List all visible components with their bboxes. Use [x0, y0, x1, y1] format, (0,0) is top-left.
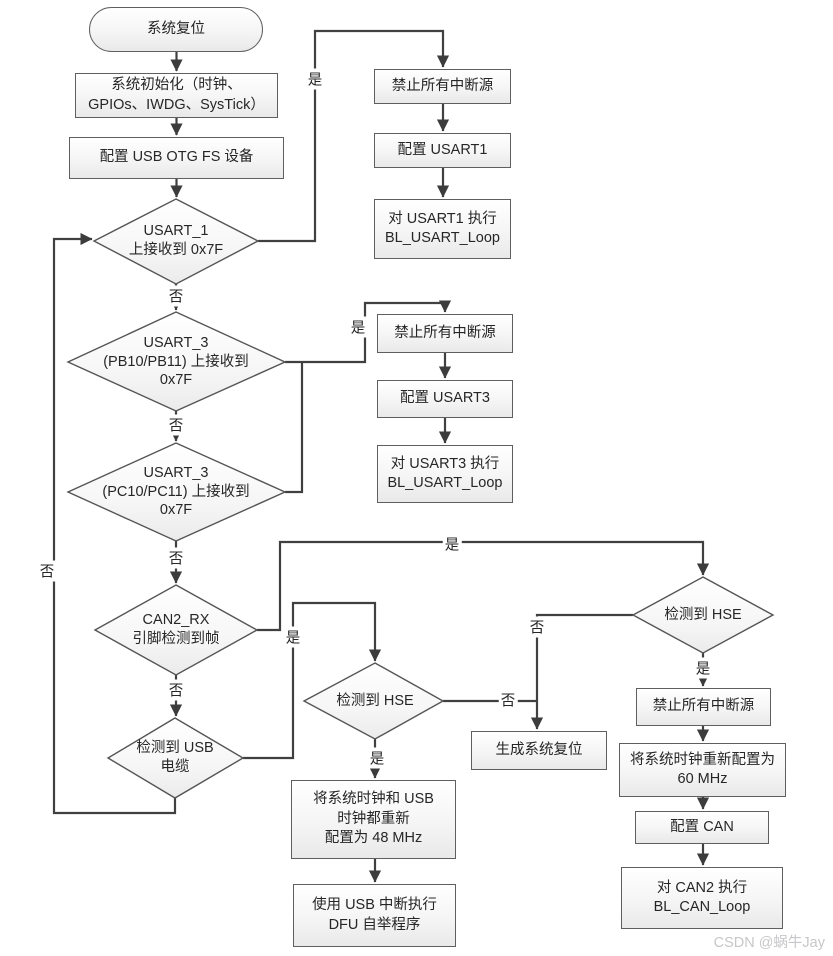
decision-usart3-pb-shape — [66, 311, 287, 412]
decision-usart1-shape — [92, 198, 260, 285]
edge-label-usart1-no: 否 — [166, 285, 186, 307]
node-reconfig-60mhz: 将系统时钟重新配置为 60 MHz — [619, 743, 786, 797]
node-disable-interrupts-3: 禁止所有中断源 — [636, 688, 771, 726]
edge-usart3a-yes — [285, 300, 452, 364]
edge-usb-yes — [243, 601, 382, 760]
edge-label-usb-no: 否 — [37, 560, 57, 582]
node-system-reset: 系统复位 — [89, 7, 263, 52]
edge-label-can2-yes: 是 — [442, 533, 462, 555]
decision-usb-cable-shape — [106, 717, 245, 799]
node-usart1-loop: 对 USART1 执行 BL_USART_Loop — [374, 199, 511, 259]
decision-usart3-pc-shape — [66, 442, 287, 542]
node-disable-interrupts-1: 禁止所有中断源 — [374, 69, 511, 104]
node-system-init: 系统初始化（时钟、 GPIOs、IWDG、SysTick） — [75, 73, 278, 118]
decision-can2-shape — [93, 584, 259, 676]
edge-label-hse-right-no: 否 — [527, 616, 547, 638]
edge-label-usart1-yes: 是 — [305, 68, 325, 90]
edge-label-can2-no: 否 — [166, 679, 186, 701]
edge-label-usart3b-no: 否 — [166, 547, 186, 569]
decision-hse-right-shape — [631, 576, 775, 654]
node-can2-loop: 对 CAN2 执行 BL_CAN_Loop — [621, 867, 783, 929]
node-configure-usart3: 配置 USART3 — [377, 380, 513, 418]
node-disable-interrupts-2: 禁止所有中断源 — [377, 314, 513, 353]
edge-usart1-yes — [258, 29, 450, 243]
edge-usart3b-yes-join — [285, 362, 304, 494]
node-usart3-loop: 对 USART3 执行 BL_USART_Loop — [377, 445, 513, 503]
node-dfu-bootloader: 使用 USB 中断执行 DFU 自举程序 — [293, 884, 456, 947]
edge-label-hse-mid-yes: 是 — [367, 747, 387, 769]
decision-hse-mid-shape — [302, 662, 445, 740]
node-configure-can: 配置 CAN — [635, 811, 769, 844]
edge-hse-right-no — [530, 613, 633, 730]
node-generate-reset: 生成系统复位 — [471, 731, 607, 770]
edge-label-hse-right-yes: 是 — [693, 657, 713, 679]
node-reconfig-48mhz: 将系统时钟和 USB 时钟都重新 配置为 48 MHz — [291, 780, 456, 859]
edge-can2-yes — [257, 540, 710, 632]
edge-label-usart3a-no: 否 — [166, 414, 186, 436]
edge-usb-no-loopback — [52, 232, 177, 815]
edge-label-usb-yes: 是 — [283, 626, 303, 648]
edge-label-hse-mid-no: 否 — [498, 689, 518, 711]
edge-label-usart3-yes: 是 — [348, 316, 368, 338]
node-configure-usb-otg: 配置 USB OTG FS 设备 — [69, 137, 284, 179]
watermark-text: CSDN @蜗牛Jay — [713, 935, 825, 951]
node-configure-usart1: 配置 USART1 — [374, 133, 511, 168]
